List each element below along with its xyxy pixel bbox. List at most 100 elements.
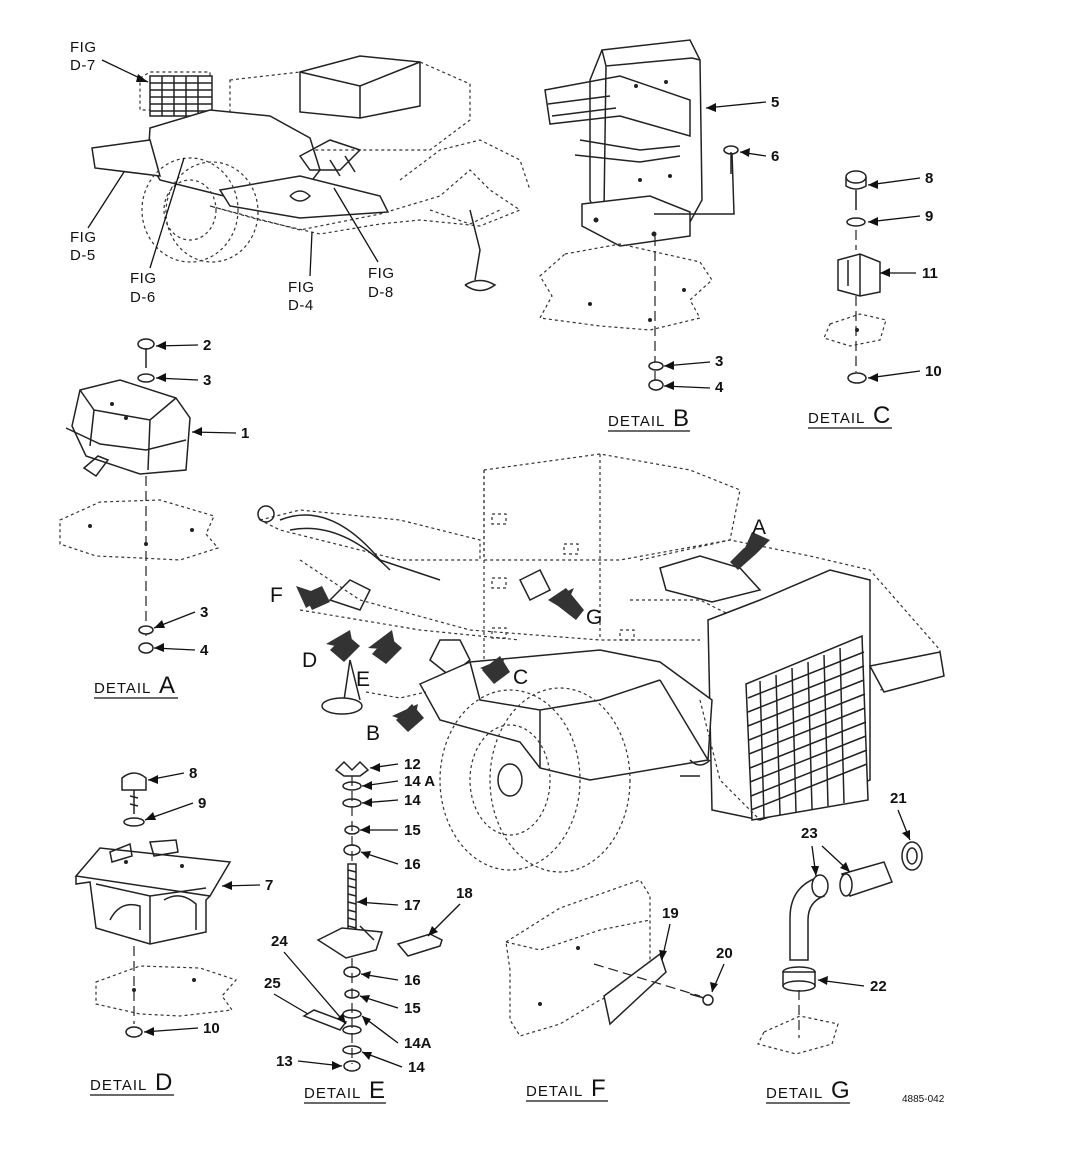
wingnut-12	[334, 760, 370, 777]
washer-d9	[123, 817, 145, 827]
svg-text:DETAIL: DETAIL	[808, 410, 865, 427]
clamp-11	[837, 253, 881, 297]
detail-pointer-arrows: A G F D E C B	[270, 516, 770, 745]
nut-d10	[125, 1026, 143, 1038]
bracket-7	[74, 839, 232, 945]
svg-text:FIG: FIG	[70, 39, 97, 56]
svg-text:FIG: FIG	[130, 270, 157, 287]
trailer-wheel	[141, 157, 259, 263]
plate-19	[603, 952, 667, 1026]
svg-text:25: 25	[264, 975, 281, 992]
detail-e: 12 14 A 14 15 16 17 18 16 15	[264, 756, 473, 1104]
grille-small	[149, 75, 213, 117]
svg-text:4: 4	[715, 379, 724, 396]
arrow-b: B	[366, 704, 424, 745]
svg-text:DETAIL: DETAIL	[526, 1083, 583, 1100]
svg-text:D-4: D-4	[288, 297, 314, 314]
detail-b: 5 6 3 4 DETAIL B	[539, 39, 779, 432]
detail-a-label: DETAIL A	[94, 672, 178, 699]
fig-ref-d6: FIG D-6	[130, 157, 185, 306]
svg-text:4: 4	[200, 642, 209, 659]
fig-ref-d4: FIG D-4	[288, 231, 315, 314]
grille-large	[745, 634, 869, 821]
svg-text:G: G	[831, 1077, 850, 1104]
svg-text:8: 8	[925, 170, 933, 187]
svg-text:23: 23	[801, 825, 818, 842]
callouts-detail-d: 8 9 7 10	[143, 765, 273, 1037]
svg-text:DETAIL: DETAIL	[90, 1077, 147, 1094]
svg-text:3: 3	[203, 372, 211, 389]
detail-a: 1 2 3 3 4 DETAIL A	[59, 337, 249, 699]
svg-text:20: 20	[716, 945, 733, 962]
bolt-20	[689, 993, 714, 1006]
svg-text:14: 14	[408, 1059, 425, 1076]
bolt-8-c	[845, 170, 867, 210]
detail-c: 8 9 11 10 DETAIL C	[808, 170, 942, 429]
tray-1	[65, 379, 191, 478]
svg-text:FIG: FIG	[288, 279, 315, 296]
detail-d: 8 9 7 10 DETAIL D	[74, 765, 273, 1096]
svg-text:22: 22	[870, 978, 887, 995]
svg-text:DETAIL: DETAIL	[766, 1085, 823, 1102]
nut-13	[343, 1060, 361, 1072]
svg-text:C: C	[513, 666, 528, 689]
svg-text:14: 14	[404, 792, 421, 809]
svg-text:C: C	[873, 402, 890, 429]
washer-c9	[846, 217, 866, 227]
svg-text:11: 11	[922, 265, 938, 282]
svg-text:8: 8	[189, 765, 197, 782]
wheel-main	[439, 687, 631, 873]
nut-c10	[847, 372, 867, 384]
washer-a3	[137, 373, 155, 383]
svg-text:G: G	[586, 606, 602, 629]
svg-text:14 A: 14 A	[404, 773, 435, 790]
svg-text:D: D	[155, 1069, 172, 1096]
fig-ref-d8: FIG D-8	[333, 187, 395, 301]
svg-text:10: 10	[925, 363, 942, 380]
svg-text:21: 21	[890, 790, 907, 807]
svg-text:B: B	[366, 722, 380, 745]
fig-ref-d7: FIG D-7	[70, 39, 149, 83]
svg-text:FIG: FIG	[70, 229, 97, 246]
bolt-8-d	[121, 772, 147, 814]
svg-text:DETAIL: DETAIL	[304, 1085, 361, 1102]
svg-text:6: 6	[771, 148, 779, 165]
svg-text:A: A	[159, 672, 175, 699]
clamp-21	[901, 841, 923, 871]
fender-main	[418, 649, 713, 781]
arrow-c: C	[480, 656, 528, 689]
threaded-rod-17	[347, 863, 357, 939]
detail-c-label: DETAIL C	[808, 402, 892, 429]
document-number: 4885-042	[902, 1094, 945, 1105]
detail-d-label: DETAIL D	[90, 1069, 174, 1096]
svg-text:FIG: FIG	[368, 265, 395, 282]
detail-f: 19 20 DETAIL F	[505, 879, 733, 1102]
arrow-a: A	[730, 516, 770, 570]
fig-ref-d5: FIG D-5	[70, 171, 125, 264]
svg-text:12: 12	[404, 756, 421, 773]
svg-text:3: 3	[200, 604, 208, 621]
trailer-overview	[91, 55, 531, 292]
svg-text:D-6: D-6	[130, 289, 156, 306]
svg-text:16: 16	[404, 972, 421, 989]
svg-text:D-5: D-5	[70, 247, 96, 264]
elbow-hose-23	[789, 874, 829, 961]
svg-text:10: 10	[203, 1020, 220, 1037]
svg-text:E: E	[369, 1077, 385, 1104]
svg-text:D: D	[302, 649, 317, 672]
detail-b-label: DETAIL B	[608, 405, 690, 432]
svg-text:1: 1	[241, 425, 249, 442]
svg-text:F: F	[270, 584, 283, 607]
svg-text:E: E	[356, 668, 370, 691]
svg-text:D-8: D-8	[368, 284, 394, 301]
arrow-d: D	[302, 630, 360, 672]
svg-text:16: 16	[404, 856, 421, 873]
svg-text:15: 15	[404, 1000, 421, 1017]
svg-text:DETAIL: DETAIL	[94, 680, 151, 697]
svg-text:3: 3	[715, 353, 723, 370]
callouts-detail-c: 8 9 11 10	[867, 170, 942, 382]
arrow-g: G	[548, 588, 602, 629]
callouts-detail-b: 5 6 3 4	[663, 94, 779, 396]
nut-b4	[648, 379, 664, 391]
